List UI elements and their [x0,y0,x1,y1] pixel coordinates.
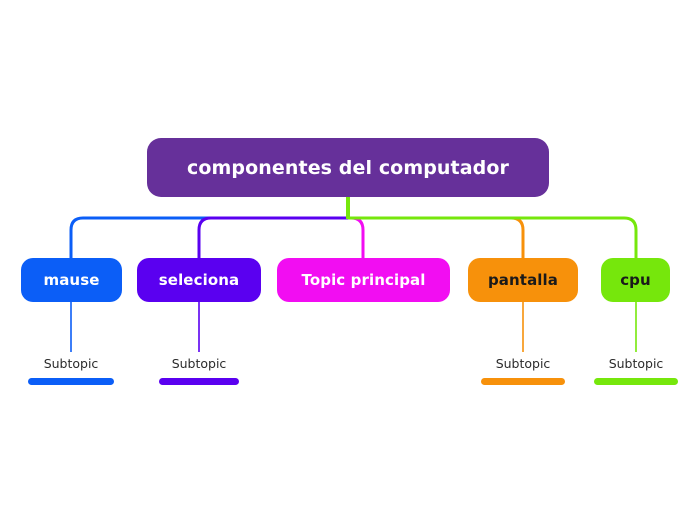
mindmap-node-cpu[interactable]: cpu [601,258,670,302]
edge-root-to-seleciona [197,216,348,258]
subtopic-label: Subtopic [608,356,664,371]
edge-root-to-cpu [348,216,638,258]
mindmap-node-topic-principal[interactable]: Topic principal [277,258,450,302]
mindmap-root-node[interactable]: componentes del computador [147,138,549,197]
node-label: seleciona [158,271,240,289]
root-node-label: componentes del computador [187,156,509,179]
edge-root-to-pantalla [348,216,525,258]
subtopic-label: Subtopic [171,356,227,371]
node-label: cpu [620,271,651,289]
node-label: mause [43,271,100,289]
subtopic-node-pantalla[interactable]: Subtopic [463,356,583,385]
mindmap-node-pantalla[interactable]: pantalla [468,258,578,302]
subtopic-underline-bar [28,377,114,385]
subtopic-node-mause[interactable]: Subtopic [11,356,131,385]
subtopic-underline-bar [594,377,678,385]
subtopic-node-cpu[interactable]: Subtopic [576,356,696,385]
subtopic-label: Subtopic [495,356,551,371]
node-label: Topic principal [301,271,426,289]
edge-root-to-topic-principal [348,216,365,258]
edge-root-to-mause [69,216,348,258]
subtopic-underline-bar [159,377,239,385]
subtopic-node-seleciona[interactable]: Subtopic [139,356,259,385]
node-label: pantalla [487,271,559,289]
mindmap-node-seleciona[interactable]: seleciona [137,258,261,302]
mindmap-node-mause[interactable]: mause [21,258,122,302]
subtopic-underline-bar [481,377,565,385]
subtopic-label: Subtopic [43,356,99,371]
